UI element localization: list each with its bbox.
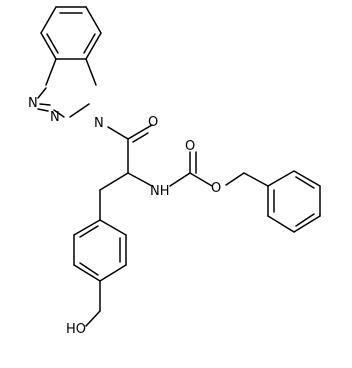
bond (127, 124, 153, 140)
double-bond-inner (83, 33, 96, 54)
atom-o-ketone: O (148, 115, 158, 130)
bond (225, 172, 245, 186)
bond (293, 170, 321, 187)
atom-labels: N N N O NH O O HO (28, 96, 221, 337)
bond (85, 58, 97, 86)
bond (99, 219, 127, 236)
bond (99, 172, 129, 191)
bond (37, 87, 47, 99)
backbone (99, 124, 153, 191)
double-bond-inner (46, 33, 59, 54)
atom-n1: N (94, 116, 104, 131)
bond (169, 172, 191, 187)
bond (85, 6, 102, 34)
double-bond-inner (79, 225, 99, 238)
bond (40, 32, 57, 60)
atom-oh: HO (66, 322, 86, 337)
bond (40, 6, 57, 34)
bond (85, 310, 101, 327)
double-bond (39, 103, 51, 106)
bond (53, 109, 65, 118)
double-bond (132, 132, 149, 143)
bond (189, 172, 213, 187)
benzo-ring (40, 6, 102, 60)
bond (73, 219, 101, 236)
phenyl-ring-benzyl (267, 170, 321, 233)
bond (293, 215, 321, 233)
bond (243, 172, 269, 187)
phenol-ring (73, 189, 127, 327)
bond (267, 170, 295, 187)
bond (69, 103, 90, 118)
double-bond-inner (79, 262, 99, 276)
bond (85, 32, 102, 60)
atom-o-carbonyl: O (185, 139, 195, 154)
bond (127, 172, 153, 187)
atom-o-ester: O (211, 181, 221, 196)
bond (73, 264, 101, 282)
bond (107, 126, 129, 140)
atom-n3: N (50, 110, 60, 125)
bond (99, 264, 127, 282)
carbamate (169, 151, 269, 187)
double-bond-inner (295, 176, 315, 189)
double-bond (37, 108, 49, 112)
bond (267, 215, 295, 233)
atom-nh: NH (150, 184, 170, 199)
bond (45, 58, 57, 86)
atom-n2: N (28, 96, 38, 111)
triazole-ring (37, 58, 97, 118)
double-bond-inner (295, 213, 315, 227)
